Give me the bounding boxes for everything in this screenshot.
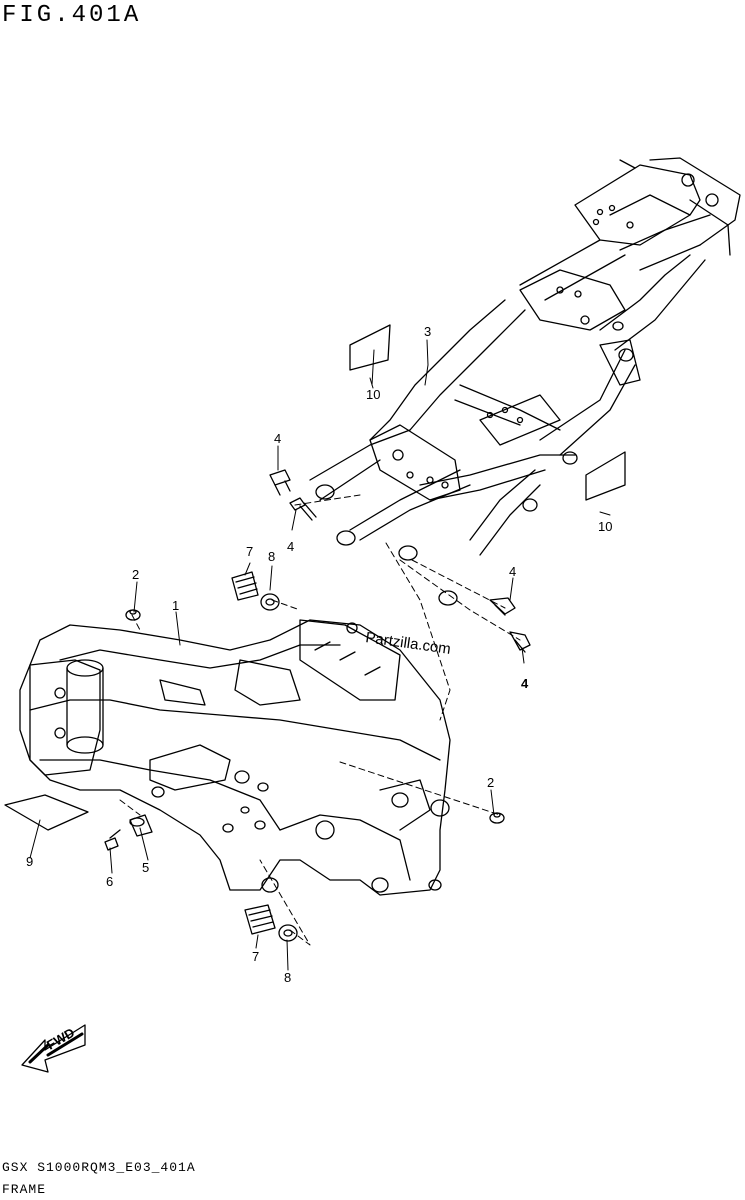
callout-9: 9 <box>26 854 33 869</box>
explosion-guide-lines <box>119 494 521 946</box>
figure-name: FRAME <box>2 1182 47 1197</box>
washer-8-lower <box>278 924 298 942</box>
label-9 <box>4 794 89 831</box>
watermark-text: Partzilla.com <box>364 629 451 658</box>
callout-3: 3 <box>424 324 431 339</box>
bolt-4-lower <box>509 631 531 653</box>
bolt-4-mid <box>289 497 317 521</box>
callout-4-right: 4 <box>509 564 516 579</box>
label-10-right <box>585 451 626 501</box>
collar-5 <box>129 814 153 837</box>
callout-4-upper: 4 <box>274 431 281 446</box>
callout-5: 5 <box>142 860 149 875</box>
washer-8-upper <box>260 593 280 611</box>
adjuster-7-lower <box>244 904 276 935</box>
forward-direction-arrow-icon <box>21 1024 86 1073</box>
callout-4-lower: 4 <box>521 676 529 691</box>
callout-7-lower: 7 <box>252 949 259 964</box>
callout-2-left: 2 <box>132 567 139 582</box>
callout-4-mid: 4 <box>287 539 294 554</box>
main-frame-part <box>19 619 451 896</box>
seat-rail-part <box>309 157 741 606</box>
nut-2-left <box>125 609 141 621</box>
callout-leader-lines <box>29 339 611 971</box>
callout-2-right: 2 <box>487 775 494 790</box>
callout-7-upper: 7 <box>246 544 253 559</box>
figure-title: FIG.401A <box>2 2 142 29</box>
nut-2-right <box>489 812 505 824</box>
adjuster-7-upper <box>231 571 259 601</box>
callout-10-right: 10 <box>598 519 612 534</box>
callout-6: 6 <box>106 874 113 889</box>
figure-code: GSX S1000RQM3_E03_401A <box>2 1160 196 1175</box>
callout-8-lower: 8 <box>284 970 291 985</box>
callout-8-upper: 8 <box>268 549 275 564</box>
callout-10-left: 10 <box>366 387 380 402</box>
label-10-left <box>349 324 391 371</box>
bolt-4-upper <box>269 469 291 496</box>
bolt-6 <box>104 829 121 851</box>
callout-1: 1 <box>172 598 179 613</box>
bolt-4-right <box>489 597 516 616</box>
